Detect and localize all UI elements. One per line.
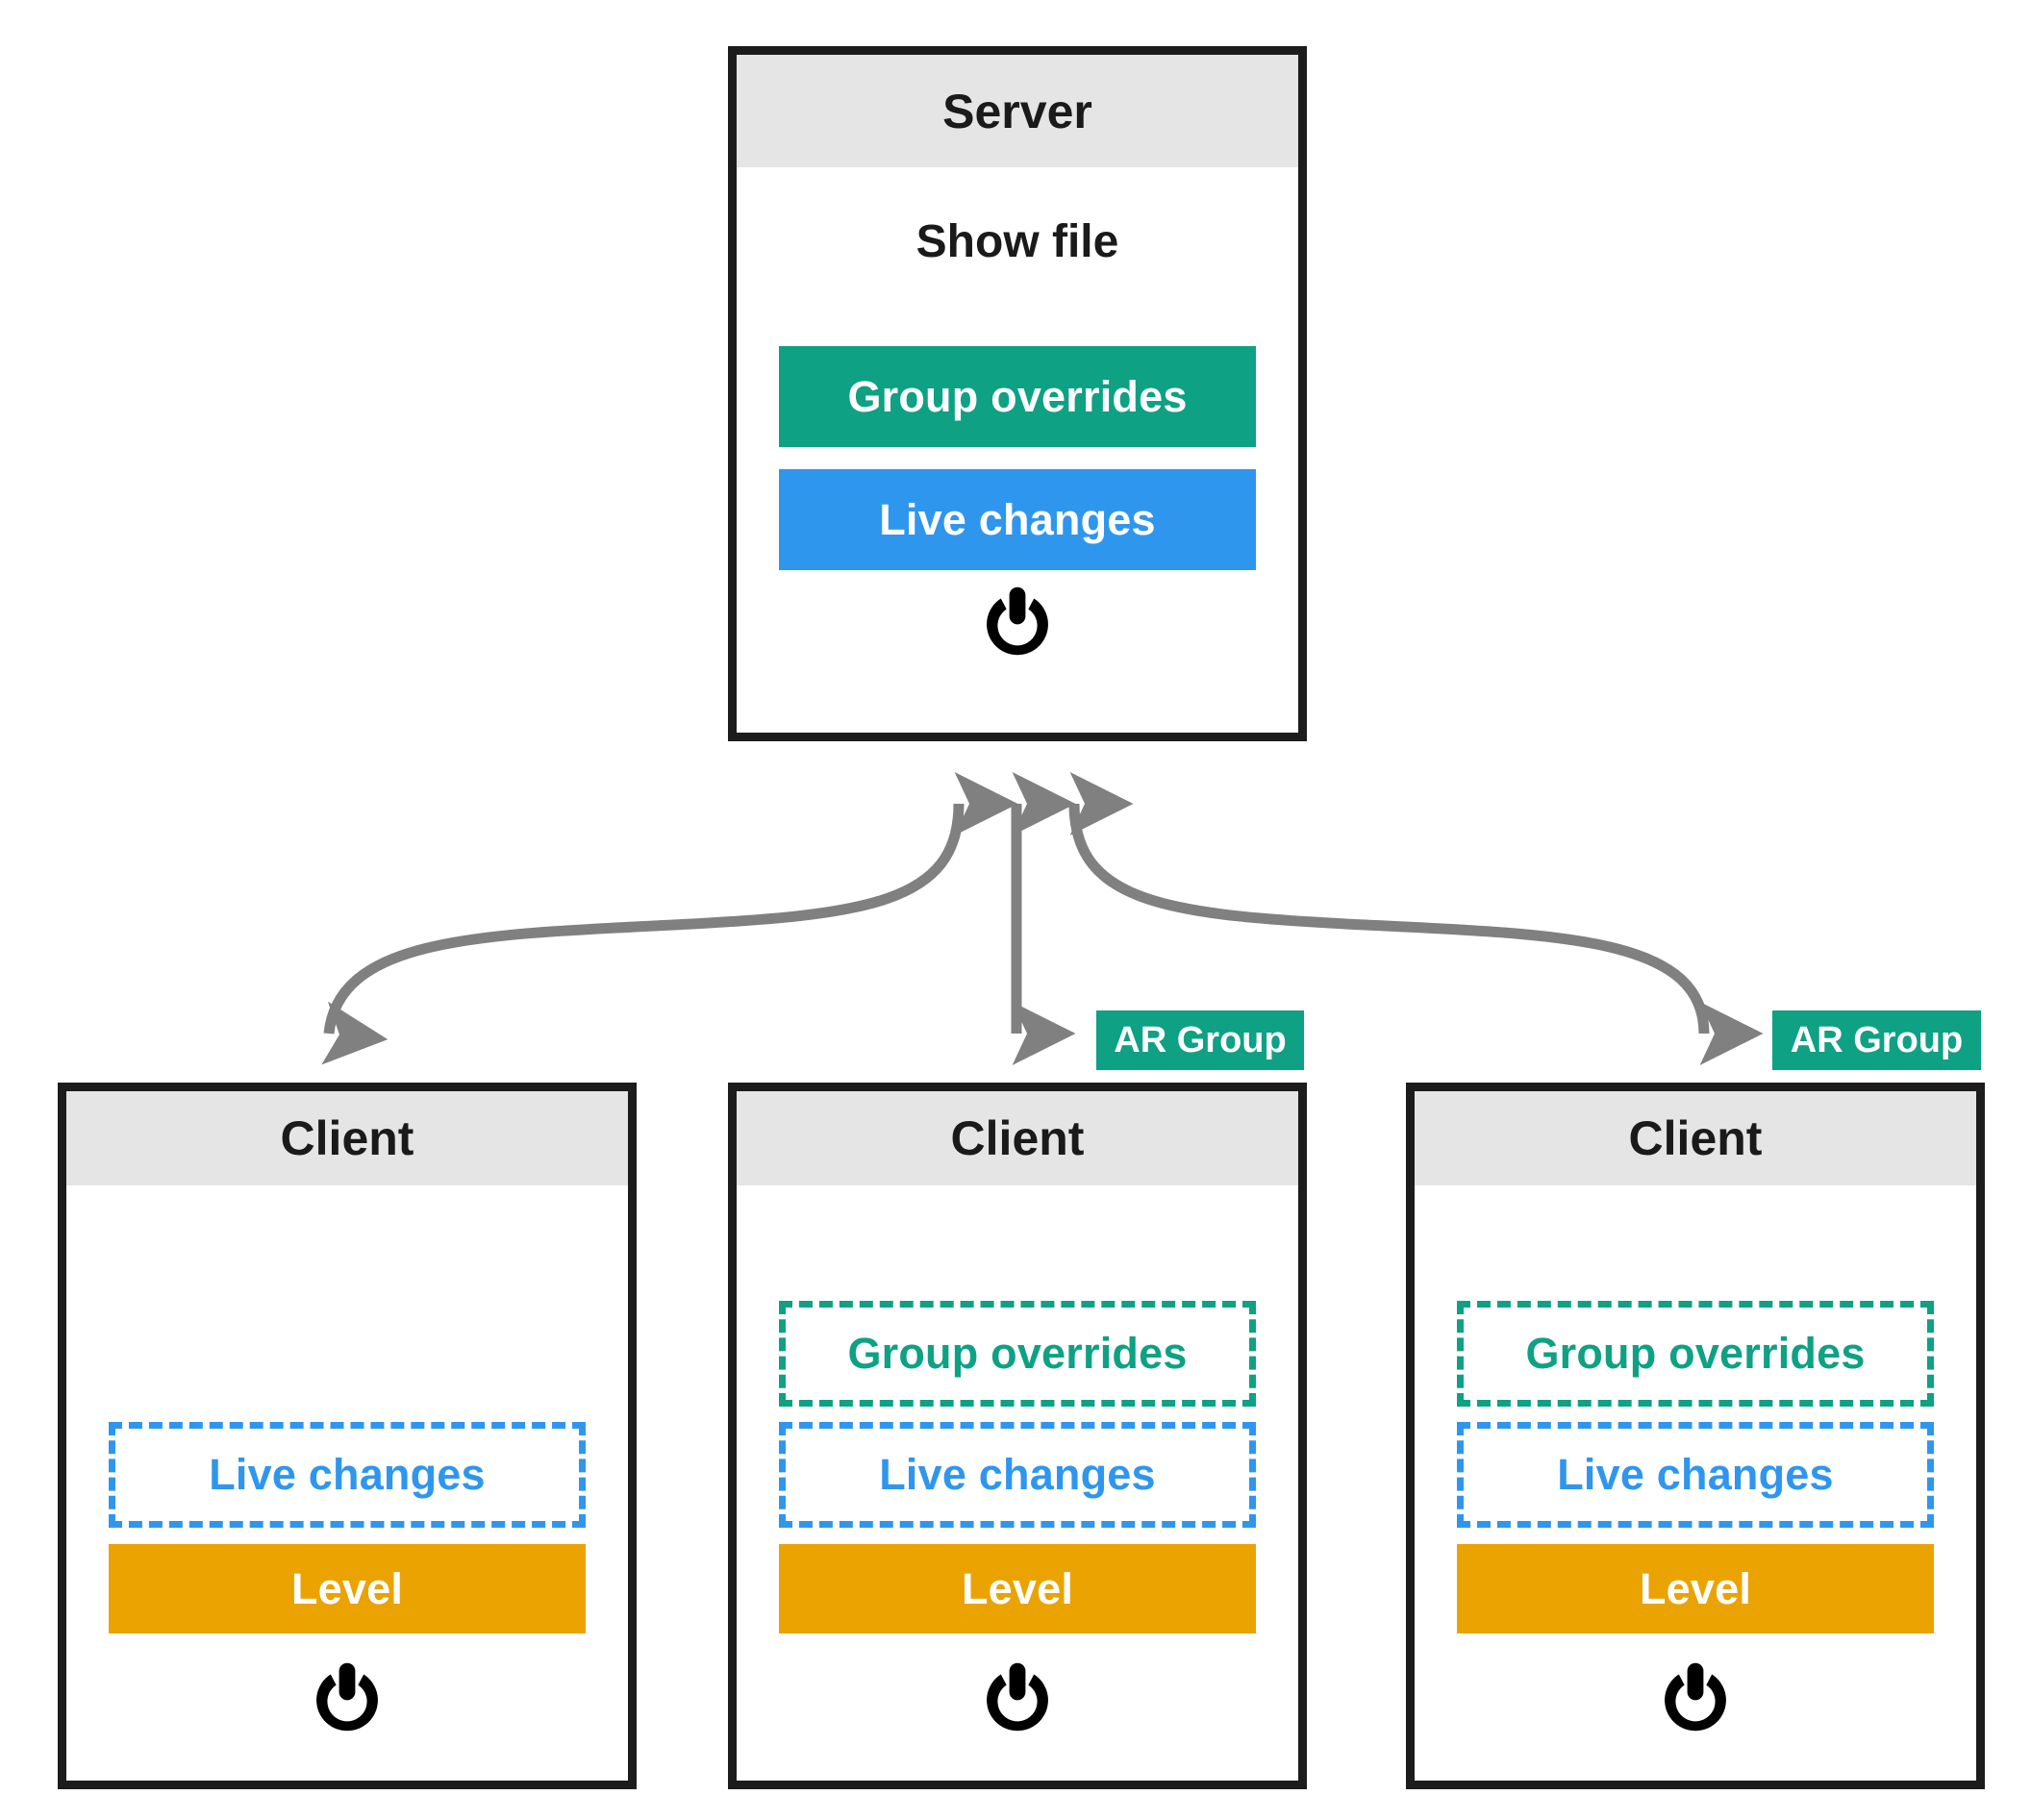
- client-mid-body: Group overrides Live changes Level: [737, 1185, 1298, 1781]
- server-title: Server: [942, 84, 1092, 138]
- client-node-right[interactable]: Client Group overrides Live changes Leve…: [1406, 1083, 1985, 1789]
- server-group-overrides-label: Group overrides: [847, 371, 1188, 421]
- client-mid-title: Client: [950, 1111, 1085, 1165]
- client-node-middle[interactable]: Client Group overrides Live changes Leve…: [728, 1083, 1307, 1789]
- client-mid-header: Client: [737, 1091, 1298, 1185]
- power-icon[interactable]: [977, 1657, 1058, 1742]
- power-icon[interactable]: [307, 1657, 388, 1742]
- client-left-header: Client: [66, 1091, 628, 1185]
- ar-group-badge-right: AR Group: [1772, 1010, 1981, 1070]
- client-mid-live-changes-bar[interactable]: Live changes: [779, 1422, 1256, 1528]
- client-right-body: Group overrides Live changes Level: [1415, 1185, 1976, 1781]
- connector-server-to-client-left: [321, 771, 1018, 1065]
- power-icon[interactable]: [977, 581, 1058, 666]
- client-left-live-changes-label: Live changes: [209, 1450, 486, 1499]
- client-mid-group-overrides-bar[interactable]: Group overrides: [779, 1301, 1256, 1407]
- client-mid-level-bar[interactable]: Level: [779, 1544, 1256, 1633]
- client-right-live-changes-bar[interactable]: Live changes: [1457, 1422, 1934, 1528]
- client-right-live-changes-label: Live changes: [1557, 1450, 1834, 1499]
- client-left-live-changes-bar[interactable]: Live changes: [109, 1422, 586, 1528]
- connector-server-to-client-right: [1068, 772, 1764, 1066]
- server-live-changes-bar[interactable]: Live changes: [779, 469, 1256, 570]
- server-node[interactable]: Server Show file Group overrides Live ch…: [728, 46, 1307, 741]
- client-node-left[interactable]: Client Live changes Level: [58, 1083, 637, 1789]
- client-left-body: Live changes Level: [66, 1185, 628, 1781]
- client-left-title: Client: [280, 1111, 414, 1165]
- client-right-level-bar[interactable]: Level: [1457, 1544, 1934, 1633]
- client-right-level-label: Level: [1639, 1563, 1752, 1613]
- client-right-group-overrides-label: Group overrides: [1525, 1329, 1866, 1378]
- show-file-label: Show file: [915, 216, 1119, 267]
- client-mid-level-label: Level: [961, 1563, 1074, 1613]
- client-right-group-overrides-bar[interactable]: Group overrides: [1457, 1301, 1934, 1407]
- ar-group-badge-middle: AR Group: [1096, 1010, 1304, 1070]
- power-icon[interactable]: [1655, 1657, 1736, 1742]
- server-live-changes-label: Live changes: [879, 494, 1156, 544]
- client-right-title: Client: [1628, 1111, 1763, 1165]
- ar-group-badge-middle-label: AR Group: [1114, 1019, 1287, 1060]
- client-right-header: Client: [1415, 1091, 1976, 1185]
- client-left-level-label: Level: [290, 1563, 404, 1613]
- client-left-level-bar[interactable]: Level: [109, 1544, 586, 1633]
- client-mid-group-overrides-label: Group overrides: [847, 1329, 1188, 1378]
- ar-group-badge-right-label: AR Group: [1790, 1019, 1964, 1060]
- server-header: Server: [737, 55, 1298, 167]
- server-group-overrides-bar[interactable]: Group overrides: [779, 346, 1256, 447]
- client-mid-live-changes-label: Live changes: [879, 1450, 1156, 1499]
- server-body: Show file Group overrides Live changes: [737, 167, 1298, 733]
